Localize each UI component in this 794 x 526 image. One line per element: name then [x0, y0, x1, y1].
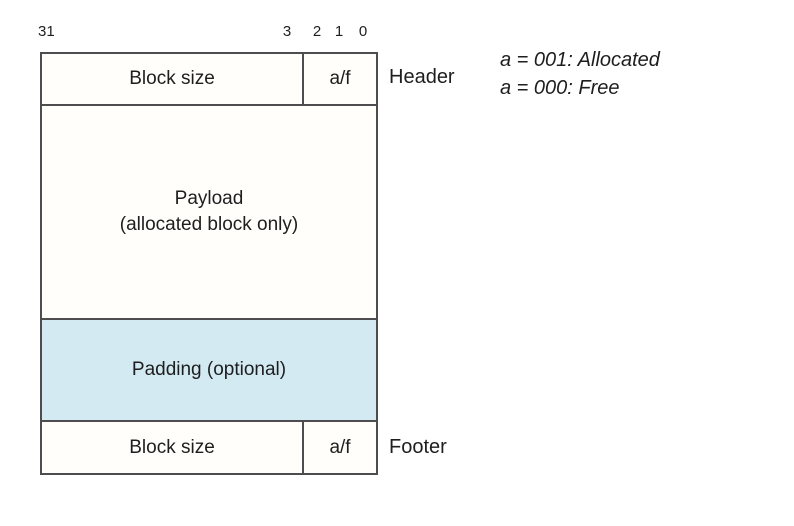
footer-row: Block size a/f	[42, 422, 376, 473]
legend-line-free: a = 000: Free	[500, 77, 620, 99]
bit-label-1: 1	[334, 23, 344, 40]
bit-label-2: 2	[312, 23, 322, 40]
payload-section: Payload (allocated block only)	[42, 106, 376, 320]
payload-text-line2: (allocated block only)	[119, 214, 299, 235]
padding-section: Padding (optional)	[42, 320, 376, 422]
bit-label-3: 3	[282, 23, 292, 40]
payload-text-line1: Payload	[174, 188, 244, 209]
footer-block-size-cell: Block size	[42, 422, 304, 473]
legend-line-allocated: a = 001: Allocated	[500, 49, 660, 71]
header-label: Header	[389, 66, 455, 88]
header-row: Block size a/f	[42, 54, 376, 106]
footer-af-cell: a/f	[304, 422, 376, 473]
header-af-cell: a/f	[304, 54, 376, 104]
padding-text: Padding (optional)	[131, 359, 287, 380]
block-outline: Block size a/f Payload (allocated block …	[40, 52, 378, 475]
bit-label-0: 0	[358, 23, 368, 40]
bit-label-31: 31	[38, 23, 55, 40]
allocated-bit-legend: a = 001: Allocated a = 000: Free	[500, 46, 660, 102]
footer-label: Footer	[389, 436, 447, 458]
header-block-size-cell: Block size	[42, 54, 304, 104]
